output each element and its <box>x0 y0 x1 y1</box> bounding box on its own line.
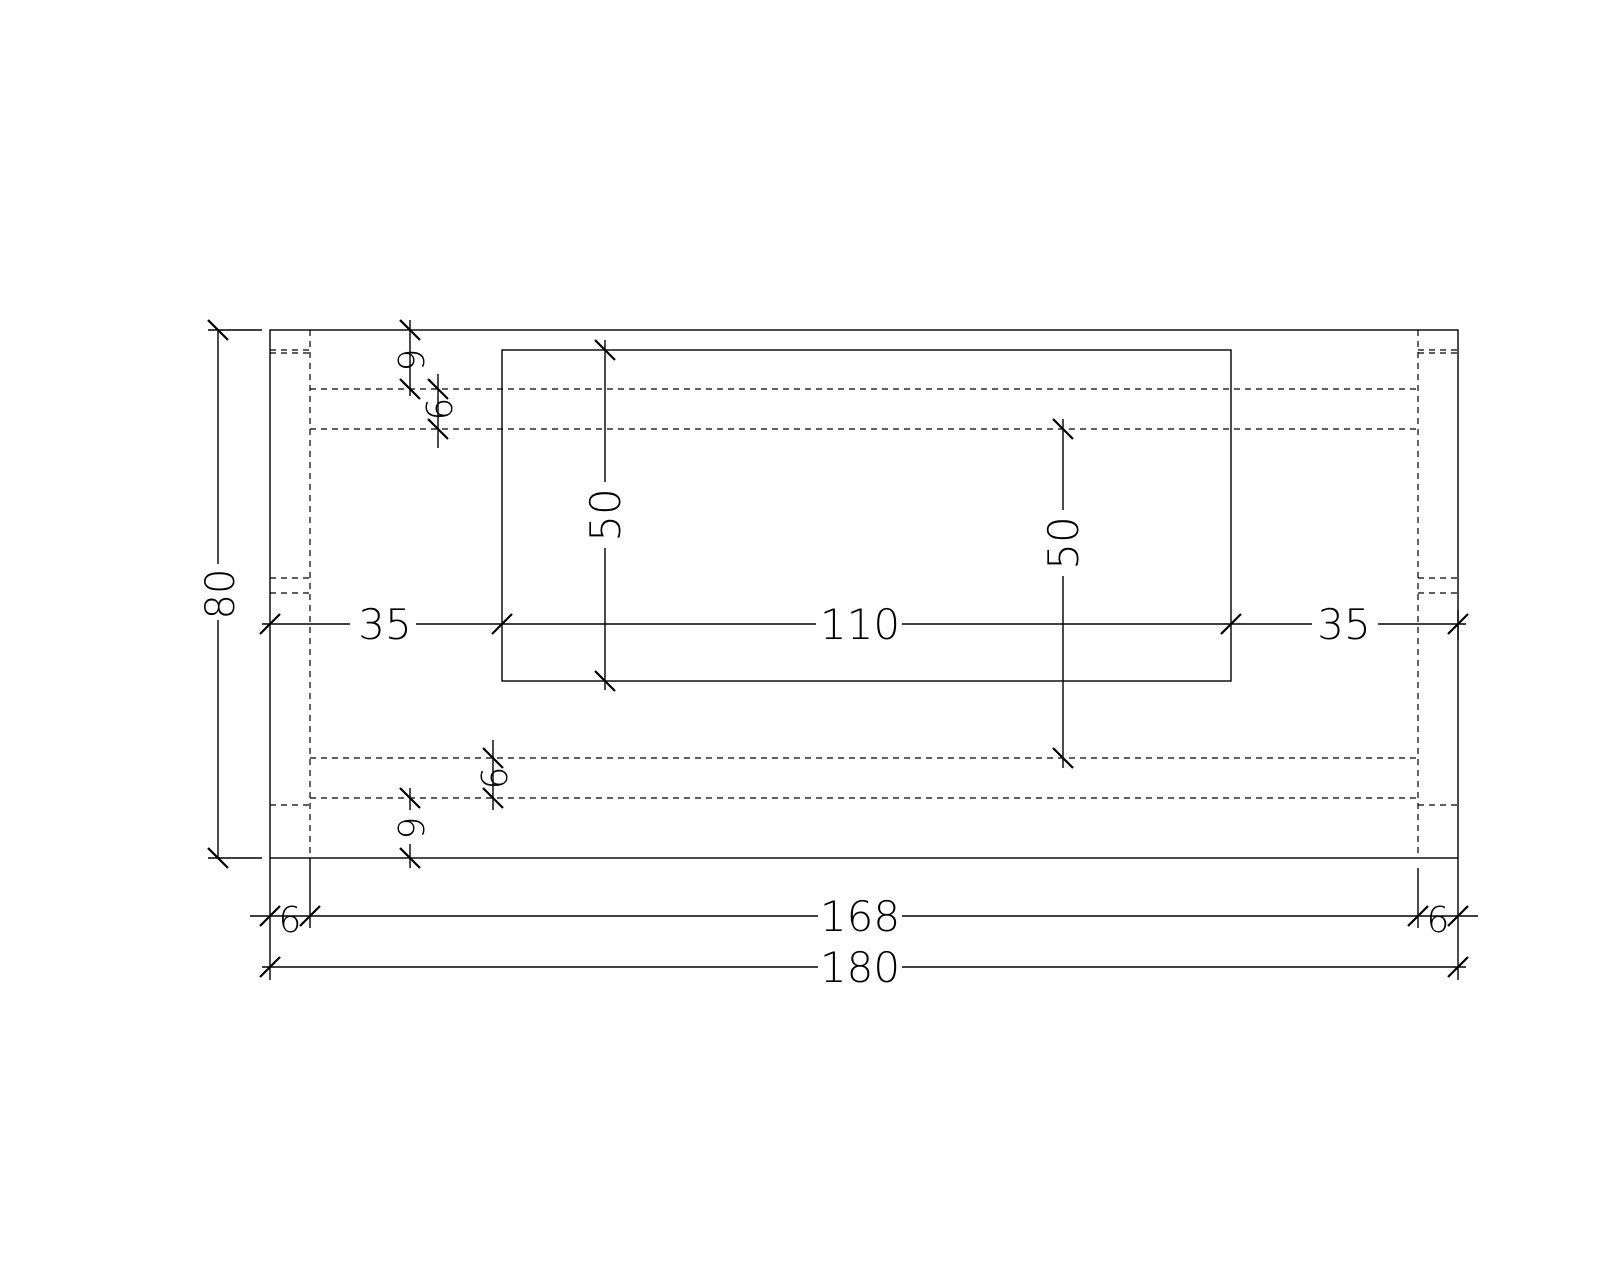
dim-label-side-offset-right: 6 <box>1427 900 1450 941</box>
label-bg-inner-width <box>818 894 902 938</box>
dim-label-side-offset-left: 6 <box>279 900 302 941</box>
label-bg-margin-right <box>1312 602 1378 646</box>
label-bg-opening-width <box>816 602 902 646</box>
tick-rail-bottom <box>1052 747 1074 769</box>
tick-height-bottom <box>207 847 229 869</box>
tick-ow-right <box>1447 956 1469 978</box>
tick-top-rail-b <box>427 418 449 440</box>
dim-label-top-rail: 6 <box>420 398 461 421</box>
label-bg-overall-width <box>818 945 902 989</box>
tick-h-left <box>259 613 281 635</box>
tick-top-offset-b <box>399 378 421 400</box>
dim-label-overall-width: 180 <box>820 943 900 992</box>
tick-iw-4 <box>1447 905 1469 927</box>
dim-label-overall-height: 80 <box>198 569 244 620</box>
tick-opening-bottom <box>594 670 616 692</box>
dim-label-bottom-offset: 9 <box>392 817 433 840</box>
dim-label-opening-width: 110 <box>820 600 900 649</box>
dim-label-margin-left: 35 <box>358 600 411 649</box>
tick-height-top <box>207 319 229 341</box>
label-bg-opening-height <box>588 482 622 548</box>
tick-rail-top <box>1052 418 1074 440</box>
tick-bottom-rail-a <box>482 747 504 769</box>
label-bg-overall-height <box>204 564 232 620</box>
tick-top-offset-a <box>399 319 421 341</box>
dim-label-bottom-rail: 6 <box>475 767 516 790</box>
inner-opening-outline <box>501 349 1232 682</box>
tick-ow-left <box>259 956 281 978</box>
dim-label-rail-height: 50 <box>1039 516 1088 569</box>
tick-iw-2 <box>299 905 321 927</box>
dim-label-margin-right: 35 <box>1317 600 1370 649</box>
tick-opening-top <box>594 339 616 361</box>
label-bg-rail-height <box>1046 510 1080 576</box>
tick-bottom-offset-b <box>399 847 421 869</box>
dim-label-top-offset: 9 <box>392 349 433 372</box>
outer-panel-outline <box>269 329 1459 859</box>
dim-label-inner-width: 168 <box>820 892 900 941</box>
dim-label-opening-height: 50 <box>581 488 630 541</box>
tick-h-opening-right <box>1220 613 1242 635</box>
tick-h-opening-left <box>491 613 513 635</box>
label-bg-bottom-offset <box>394 810 426 844</box>
tick-iw-1 <box>259 905 281 927</box>
tick-iw-3 <box>1407 905 1429 927</box>
label-bg-margin-left <box>350 602 416 646</box>
tick-bottom-rail-b <box>482 787 504 809</box>
tick-bottom-offset-a <box>399 787 421 809</box>
tick-top-rail-a <box>427 378 449 400</box>
